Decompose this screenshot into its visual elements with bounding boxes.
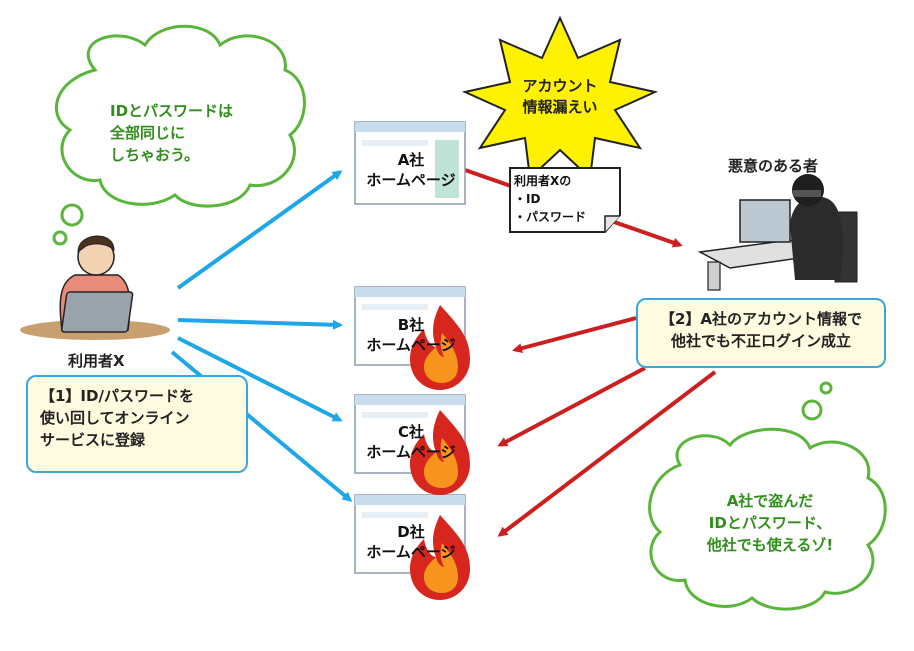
site-a-label: A社 ホームページ	[355, 150, 467, 190]
note-line: ・パスワード	[514, 210, 587, 224]
arrow-to-b	[177, 318, 343, 330]
user-thought-line: IDとパスワードは	[110, 102, 234, 120]
arrow-attack-c	[497, 366, 646, 447]
flame-icon-b	[410, 305, 470, 390]
flame-icon-d	[410, 515, 470, 600]
site-caption: ホームページ	[366, 336, 456, 354]
user-thought-line: 全部同じに	[110, 124, 186, 142]
step1-callout: 【1】ID/パスワードを 使い回してオンライン サービスに登録	[26, 375, 248, 473]
attacker-thought-cloud	[648, 381, 887, 611]
leak-line: アカウント	[522, 77, 598, 95]
site-d-label: D社 ホームページ	[355, 522, 467, 562]
attacker-label: 悪意のある者	[728, 157, 819, 175]
attacker-thought-text: A社で盗んだ IDとパスワード、 他社でも使えるゾ!	[680, 490, 860, 556]
note-line: 利用者Xの	[514, 174, 572, 188]
site-c-label: C社 ホームページ	[355, 422, 467, 462]
arrow-attack-d	[497, 370, 717, 537]
user-thought-line: しちゃおう。	[110, 146, 200, 164]
site-caption: ホームページ	[366, 171, 456, 189]
step2-callout: 【2】A社のアカウント情報で 他社でも不正ログイン成立	[636, 298, 886, 368]
note-line: ・ID	[514, 192, 541, 206]
step2-line: 他社でも不正ログイン成立	[670, 332, 851, 350]
step1-line: 【1】ID/パスワードを	[40, 387, 194, 405]
leak-burst	[461, 15, 659, 181]
attacker-thought-line: A社で盗んだ	[726, 492, 814, 510]
site-name: A社	[397, 151, 425, 169]
note-corner-fold	[604, 215, 620, 232]
attacker-thought-line: 他社でも使えるゾ!	[706, 536, 834, 554]
site-caption: ホームページ	[366, 543, 456, 561]
user-label: 利用者X	[68, 352, 125, 370]
site-name: C社	[397, 423, 424, 441]
flame-icon-c	[410, 410, 470, 495]
user-thought-text: IDとパスワードは 全部同じに しちゃおう。	[110, 100, 280, 166]
site-caption: ホームページ	[366, 443, 456, 461]
arrow-to-a	[176, 170, 343, 290]
leak-line: 情報漏えい	[522, 98, 598, 116]
attacker-thought-line: IDとパスワード、	[708, 514, 832, 532]
arrow-attack-b	[512, 316, 637, 354]
site-name: B社	[397, 316, 425, 334]
user-figure	[20, 235, 170, 340]
arrow-to-c	[177, 336, 343, 422]
step1-line: 使い回してオンライン	[40, 409, 190, 427]
site-window-a	[354, 121, 466, 205]
leaked-note-text: 利用者Xの ・ID ・パスワード	[514, 172, 618, 226]
step2-line: 【2】A社のアカウント情報で	[659, 310, 863, 328]
site-b-label: B社 ホームページ	[355, 315, 467, 355]
step1-line: サービスに登録	[40, 431, 146, 449]
leak-burst-text: アカウント 情報漏えい	[505, 76, 615, 118]
user-thought-cloud	[52, 24, 306, 246]
site-name: D社	[397, 523, 425, 541]
attacker-figure	[697, 174, 858, 291]
